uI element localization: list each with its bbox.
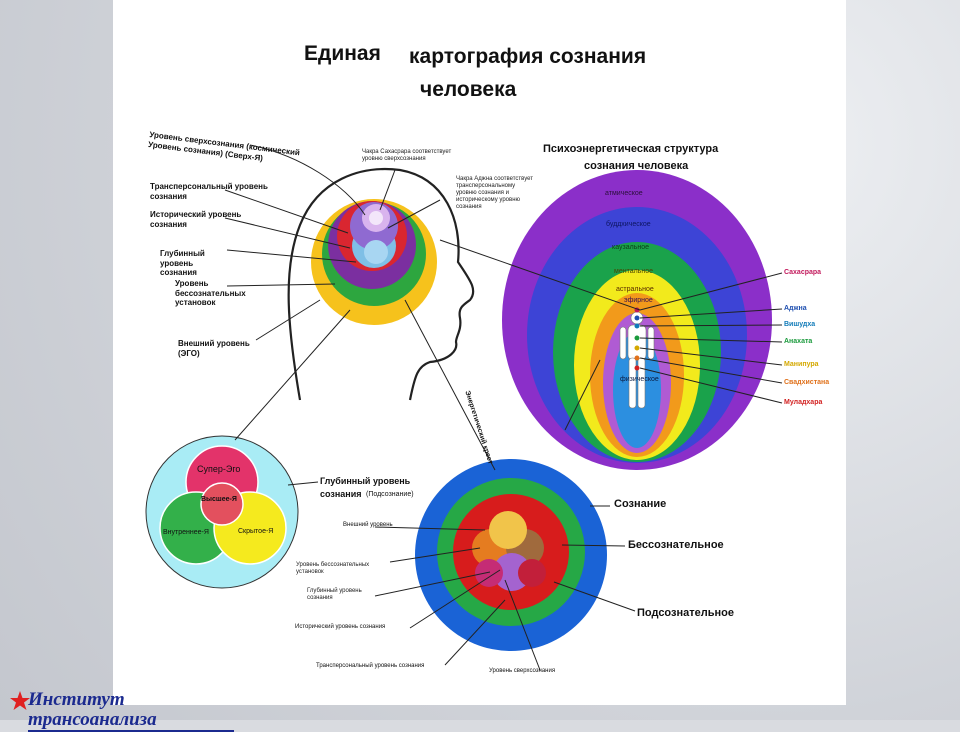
venn-hidden-self: Скрытое-Я — [238, 528, 274, 535]
circle-historical: Исторический уровень сознания — [295, 624, 386, 630]
layer-etheric: эфирное — [624, 297, 653, 304]
layer-causal: каузальное — [612, 244, 650, 251]
chakra-manipura: Манипура — [784, 361, 819, 368]
label-unconscious-sets: Уровень бессознательных установок — [175, 279, 246, 307]
layer-physical: физическое — [620, 376, 659, 383]
venn-super-ego: Супер-Эго — [197, 464, 241, 474]
label-historical: Исторический уровень сознания — [150, 210, 242, 229]
circle-deep: Глубинный уровень сознания — [307, 588, 362, 601]
chakra-svadhisthana: Свадхистана — [784, 379, 830, 386]
logo-star-icon — [10, 691, 30, 710]
psycho-title-line1: Психоэнергетическая структура — [543, 143, 719, 155]
circle-external: Внешний уровень — [343, 522, 393, 528]
label-subconscious: Подсознательное — [637, 607, 734, 619]
circle-transpersonal: Трансперсональный уровень сознания — [316, 663, 425, 669]
chakra-muladhara: Муладхара — [784, 399, 823, 406]
venn-diagram — [145, 435, 299, 589]
label-external-ego: Внешний уровень (ЭГО) — [178, 339, 250, 358]
label-transpersonal: Трансперсональный уровень сознания — [150, 182, 268, 201]
title-part1: Единая — [304, 42, 381, 65]
chakra-sahasrara: Сахасрара — [784, 269, 822, 276]
venn-deep-label-3: (Подсознание) — [366, 491, 414, 498]
layer-astral: астральное — [616, 286, 654, 293]
circle-superconscious: Уровень сверхсознания — [489, 668, 556, 674]
title-part3: человека — [420, 78, 517, 101]
venn-deep-label-1: Глубинный уровень — [320, 476, 411, 486]
psycho-title-line2: сознания человека — [584, 160, 689, 172]
circle-unconscious-sets: Уровень бессознательных установок — [296, 562, 370, 575]
venn-deep-label-2: сознания — [320, 489, 362, 499]
head-circles — [311, 199, 437, 325]
layer-mental: ментальное — [614, 268, 653, 275]
psycho-ellipses — [502, 170, 772, 470]
institute-logo: Институт трансоанализа — [8, 690, 234, 732]
note-sahasrara: Чакра Сахасрара соответствует уровню све… — [362, 149, 452, 162]
logo-text: Институт трансоанализа — [28, 690, 234, 732]
chakra-dots — [634, 307, 640, 371]
label-consciousness: Сознание — [614, 498, 667, 510]
chakra-anahata: Анахата — [784, 338, 813, 345]
note-ajna: Чакра Аджна соответствует трансперсональ… — [456, 176, 534, 210]
chakra-ajna: Аджна — [784, 305, 807, 312]
head-profile — [287, 168, 475, 401]
venn-inner-self: Внутреннее-Я — [163, 529, 209, 536]
chakra-vishuddha: Вишудха — [784, 321, 816, 328]
connector-lines — [224, 144, 641, 671]
title-part2: картография сознания — [409, 45, 647, 68]
venn-higher-self: Высшее-Я — [201, 496, 237, 503]
layer-atmic: атмическое — [605, 190, 643, 197]
label-deep: Глубинный уровень сознания — [160, 249, 205, 277]
layer-buddhic: буддхическое — [606, 221, 651, 228]
label-unconscious: Бессознательное — [628, 539, 724, 551]
bottom-circles — [415, 459, 607, 651]
chakra-lines — [639, 272, 783, 404]
